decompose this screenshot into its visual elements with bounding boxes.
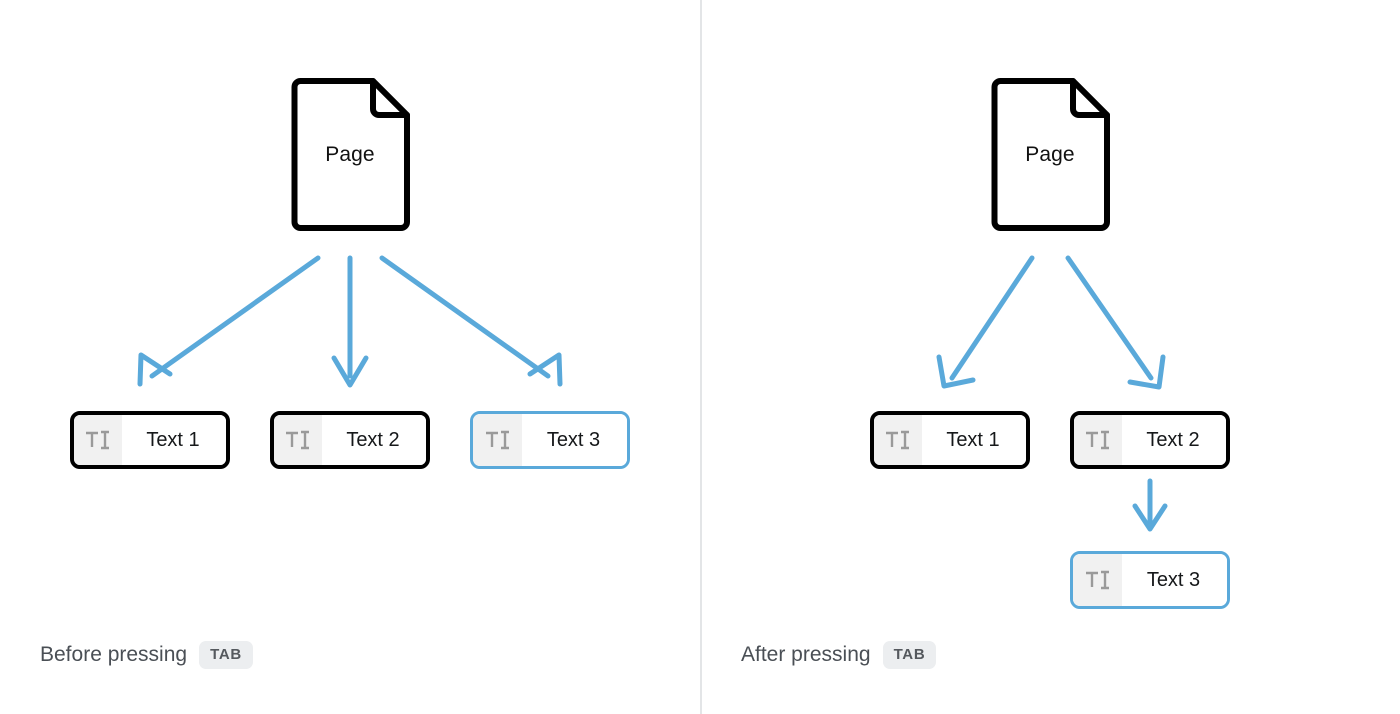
text-tool-icon-cell [74,415,122,465]
text-tool-icon-cell [473,414,522,466]
text-tool-icon [86,430,109,450]
text-tool-icon-cell [1074,415,1122,465]
text-node-label: Text 2 [1122,415,1226,465]
text-node-text-3-selected[interactable]: Text 3 [1070,551,1230,609]
caption-before: Before pressing TAB [40,641,253,669]
panel-after-tab: Page Text 1 [702,0,1400,714]
text-node-text-2[interactable]: Text 2 [270,411,430,469]
text-node-text-1[interactable]: Text 1 [870,411,1030,469]
arrow-text2-to-text3 [1132,478,1168,532]
caption-after-text: After pressing [741,643,871,666]
panel-before-tab: Page Text 1 [40,77,630,669]
kbd-tab-after: TAB [882,641,937,669]
text-node-label: Text 2 [322,415,426,465]
text-node-label: Text 3 [522,414,627,466]
kbd-tab-before: TAB [199,641,253,669]
text-node-text-3-selected[interactable]: Text 3 [470,411,630,469]
text-tool-icon-cell [274,415,322,465]
text-tool-icon-cell [874,415,922,465]
page-document-icon [291,78,410,231]
text-tool-icon [485,430,509,450]
arrow-page-to-text1 [137,255,321,387]
text-node-label: Text 1 [122,415,226,465]
arrow-page-to-text2 [331,255,369,388]
page-node[interactable]: Page [989,77,1111,232]
arrow-page-to-text2 [1065,255,1166,390]
text-tool-icon-cell [1073,554,1122,606]
text-tool-icon [1086,430,1109,450]
page-node[interactable]: Page [289,77,411,232]
panel-divider [700,0,702,714]
text-node-text-1[interactable]: Text 1 [70,411,230,469]
caption-before-text: Before pressing [40,643,188,666]
arrow-page-to-text3 [379,255,563,387]
page-document-icon [991,78,1110,231]
arrow-page-to-text1 [936,255,1035,389]
text-tool-icon [1085,570,1109,590]
text-node-label: Text 3 [1122,554,1227,606]
caption-after: After pressing TAB [741,641,937,669]
text-tool-icon [286,430,309,450]
text-node-label: Text 1 [922,415,1026,465]
text-tool-icon [886,430,909,450]
text-node-text-2[interactable]: Text 2 [1070,411,1230,469]
